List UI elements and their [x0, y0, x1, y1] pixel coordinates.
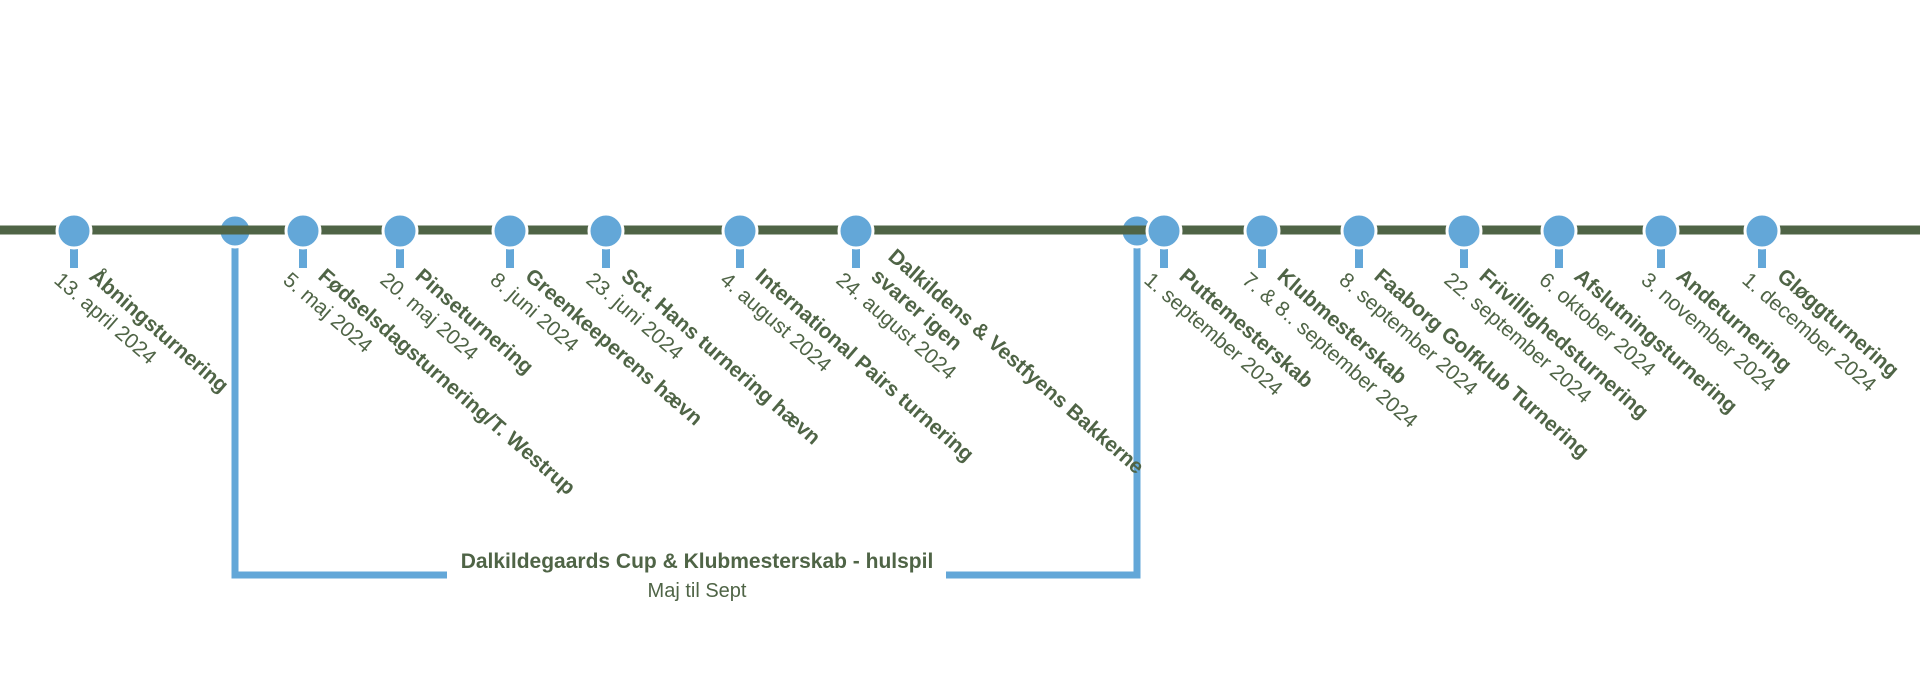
event-pin-head: [1642, 212, 1680, 250]
event-pin-head: [1540, 212, 1578, 250]
event-pin-head: [1145, 212, 1183, 250]
event-pin-head: [491, 212, 529, 250]
event-pin-head: [284, 212, 322, 250]
event-pin-head: [1243, 212, 1281, 250]
event-pin-stem: [736, 234, 744, 268]
event-pin-stem: [1460, 234, 1468, 268]
event-pin-stem: [396, 234, 404, 268]
event-pin-head: [1743, 212, 1781, 250]
event-pin-stem: [852, 234, 860, 268]
event-pin-head: [381, 212, 419, 250]
event-pin-stem: [70, 234, 78, 268]
event-pin-stem: [1555, 234, 1563, 268]
event-pin-stem: [1160, 234, 1168, 268]
range-title: Dalkildegaards Cup & Klubmesterskab - hu…: [461, 550, 934, 573]
event-pin-stem: [506, 234, 514, 268]
event-pin-head: [837, 212, 875, 250]
event-pin-stem: [299, 234, 307, 268]
event-title: Dalkildens & Vestfyens Bakkernesvarer ig…: [867, 245, 1148, 499]
event-pin-stem: [1258, 234, 1266, 268]
event-pin-head: [721, 212, 759, 250]
event-pin-stem: [602, 234, 610, 268]
event-pin-head: [1340, 212, 1378, 250]
range-bracket: [231, 231, 1141, 579]
event-pin-stem: [1355, 234, 1363, 268]
event-pin-head: [1445, 212, 1483, 250]
event-pin-head: [587, 212, 625, 250]
event-pin-head: [55, 212, 93, 250]
range-subtitle: Maj til Sept: [648, 580, 747, 602]
event-pin-stem: [1758, 234, 1766, 268]
event-pin-stem: [1657, 234, 1665, 268]
